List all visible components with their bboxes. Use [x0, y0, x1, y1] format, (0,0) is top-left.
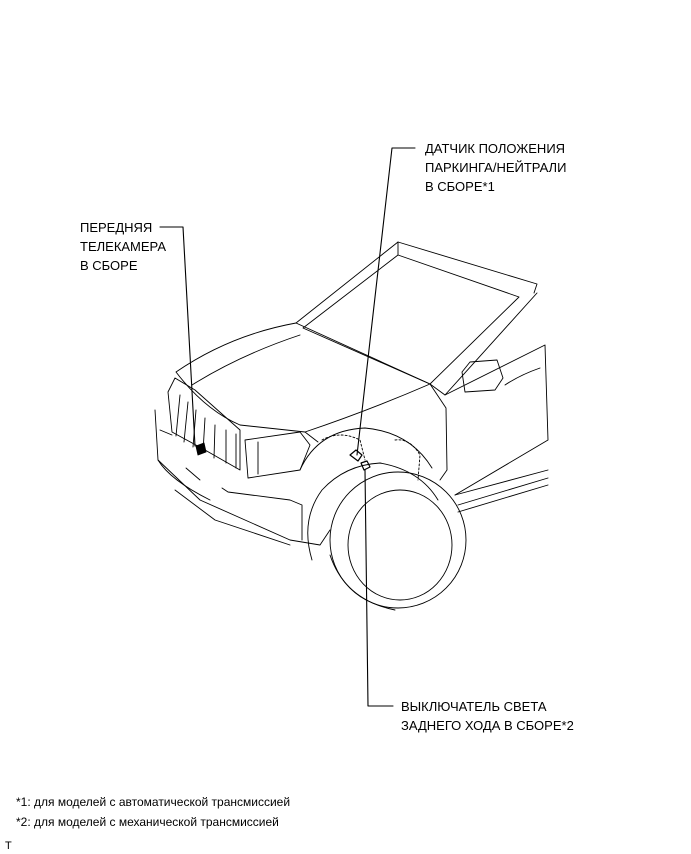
leader-park-neutral-sensor: [356, 147, 416, 456]
roof-outline: [295, 241, 538, 324]
label-park-neutral-sensor-line-1: ДАТЧИК ПОЛОЖЕНИЯ: [425, 141, 566, 156]
side-mirror: [461, 359, 504, 393]
corner-mark: T: [5, 840, 12, 852]
headlight: [244, 431, 311, 479]
grille: [167, 377, 241, 471]
footnote-2: *2: для моделей с механической трансмисс…: [16, 815, 279, 829]
leader-backup-light-switch: [364, 469, 394, 707]
front-bumper: [154, 409, 331, 546]
label-park-neutral-sensor: ДАТЧИК ПОЛОЖЕНИЯ ПАРКИНГА/НЕЙТРАЛИ В СБО…: [425, 139, 566, 196]
leader-front-camera: [159, 226, 196, 447]
footnote-1: *1: для моделей с автоматической трансми…: [16, 795, 291, 809]
label-front-camera-line-2: ТЕЛЕКАМЕРА: [80, 239, 167, 254]
body-side: [444, 344, 549, 496]
fender: [429, 383, 448, 481]
label-backup-light-switch-line-2: ЗАДНЕГО ХОДА В СБОРЕ*2: [401, 718, 574, 733]
switch-part: [360, 460, 371, 471]
hood-outline: [175, 322, 431, 433]
label-park-neutral-sensor-line-2: ПАРКИНГА/НЕЙТРАЛИ: [425, 160, 567, 175]
label-front-camera: ПЕРЕДНЯЯ ТЕЛЕКАМЕРА В СБОРЕ: [80, 218, 166, 275]
label-backup-light-switch: ВЫКЛЮЧАТЕЛЬ СВЕТА ЗАДНЕГО ХОДА В СБОРЕ*2: [401, 697, 574, 735]
label-front-camera-line-3: В СБОРЕ: [80, 258, 138, 273]
label-front-camera-line-1: ПЕРЕДНЯЯ: [80, 220, 153, 235]
windshield-outline: [302, 254, 520, 385]
wheel-arch: [299, 427, 433, 471]
label-backup-light-switch-line-1: ВЫКЛЮЧАТЕЛЬ СВЕТА: [401, 699, 547, 714]
sensor-part: [349, 449, 363, 462]
front-wheel: [329, 471, 467, 609]
label-park-neutral-sensor-line-3: В СБОРЕ*1: [425, 179, 495, 194]
camera-part: [195, 442, 207, 456]
a-pillar: [429, 292, 538, 396]
